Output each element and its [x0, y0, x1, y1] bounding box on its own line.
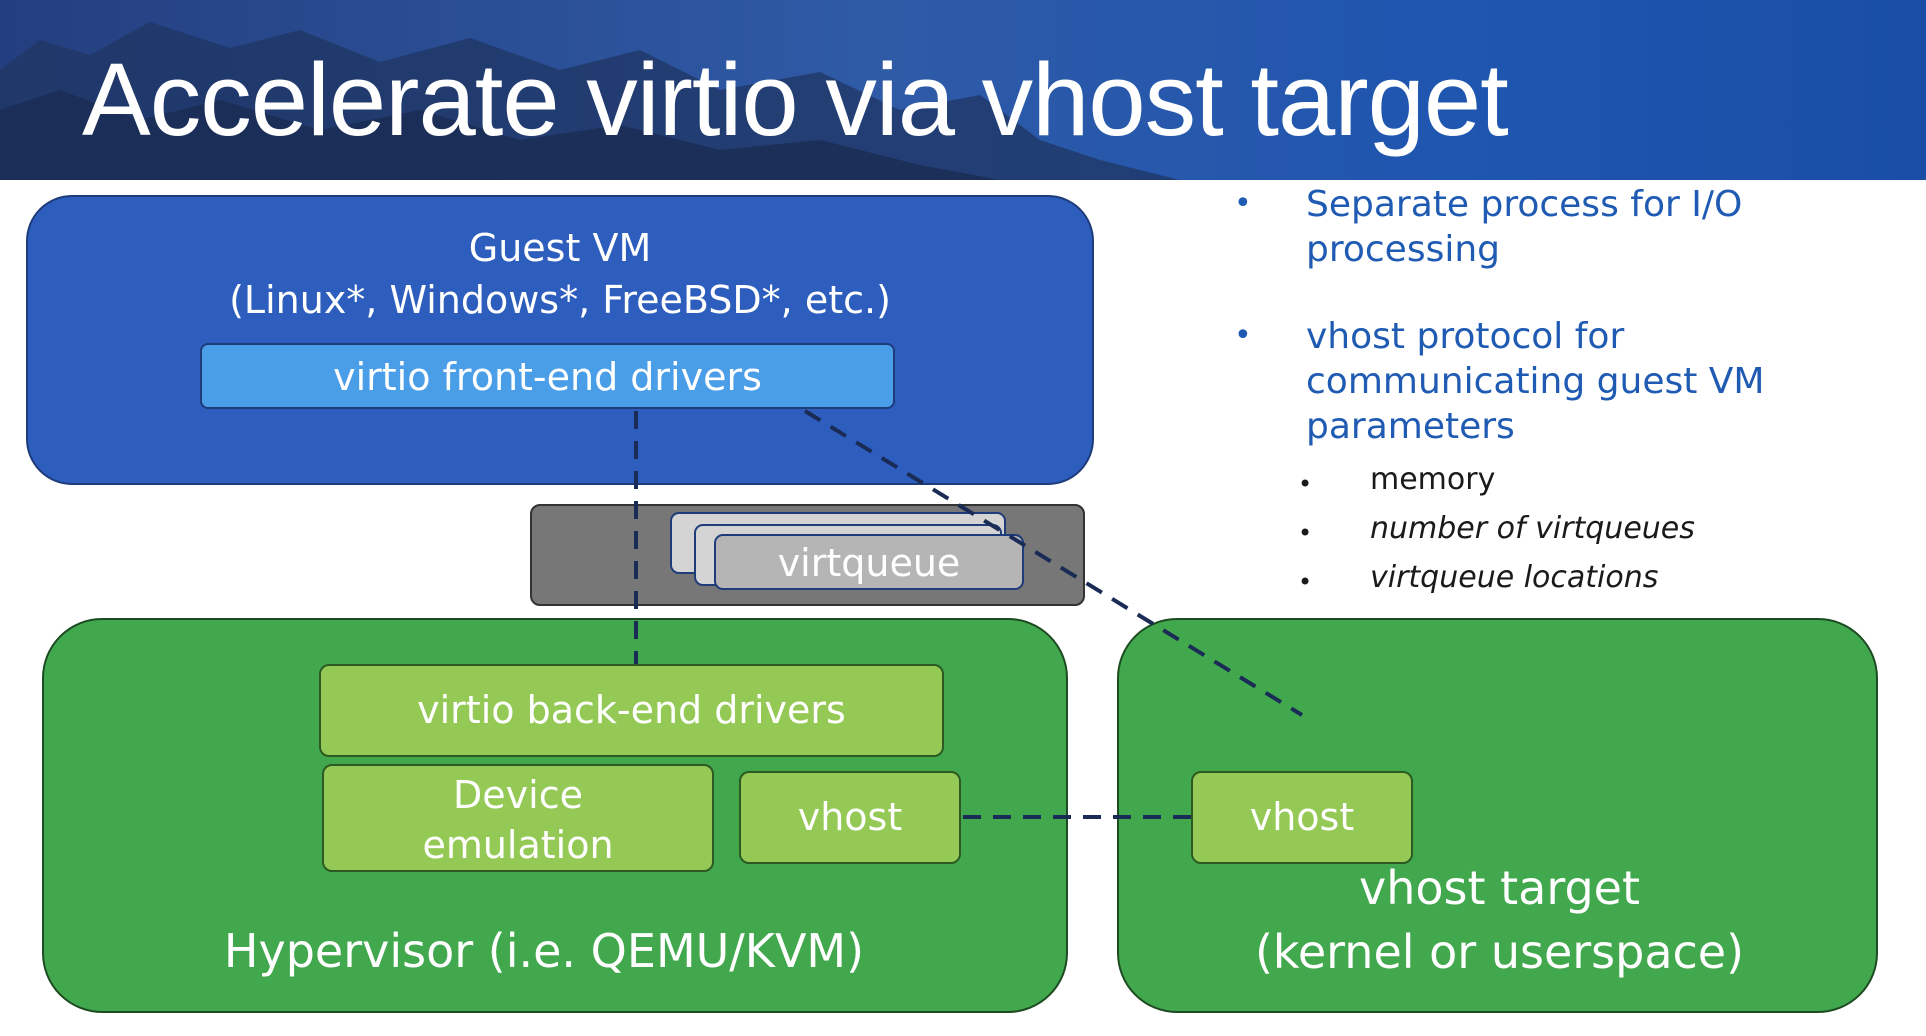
bullet-item-1: Separate process for I/O processing [1306, 184, 1743, 270]
sub-bullet-item-2: number of virtqueues [1370, 511, 1695, 546]
virtqueue-card-front: virtqueue [714, 534, 1024, 590]
vhost-target-label: vhost target (kernel or userspace) [1254, 861, 1745, 979]
bullet-dot-1: • [1234, 186, 1252, 221]
virtqueue-label: virtqueue [777, 541, 961, 585]
sub-bullet-dot-3: • [1298, 568, 1313, 596]
hypervisor-vhost-label: vhost [797, 795, 903, 839]
sub-bullet-item-1: memory [1370, 462, 1496, 497]
device-emulation-box: Device emulation [322, 764, 714, 872]
title-banner: Accelerate virtio via vhost target [0, 0, 1926, 180]
virtio-frontend-drivers-box: virtio front-end drivers [200, 343, 895, 409]
hypervisor-label: Hypervisor (i.e. QEMU/KVM) [223, 924, 865, 978]
device-emulation-label: Device emulation [422, 773, 614, 867]
guest-vm-box: Guest VM (Linux*, Windows*, FreeBSD*, et… [26, 195, 1094, 485]
target-vhost-label: vhost [1249, 795, 1355, 839]
guest-vm-os-list: (Linux*, Windows*, FreeBSD*, etc.) [229, 278, 891, 322]
mountain-background-image [0, 22, 1180, 180]
sub-bullet-dot-1: • [1298, 470, 1313, 498]
virtio-backend-drivers-label: virtio back-end drivers [417, 688, 846, 732]
virtqueue-band: virtqueue [530, 504, 1085, 606]
target-vhost-box: vhost [1191, 771, 1413, 864]
sub-bullet-dot-2: • [1298, 519, 1313, 547]
slide-title: Accelerate virtio via vhost target [82, 42, 1509, 157]
virtio-frontend-drivers-label: virtio front-end drivers [333, 355, 762, 399]
hypervisor-vhost-box: vhost [739, 771, 961, 864]
guest-vm-title: Guest VM [468, 226, 652, 270]
sub-bullet-item-3: virtqueue locations [1370, 560, 1659, 595]
bullet-item-2: vhost protocol for communicating guest V… [1306, 316, 1765, 447]
bullet-dot-2: • [1234, 318, 1252, 353]
virtio-backend-drivers-box: virtio back-end drivers [319, 664, 944, 757]
